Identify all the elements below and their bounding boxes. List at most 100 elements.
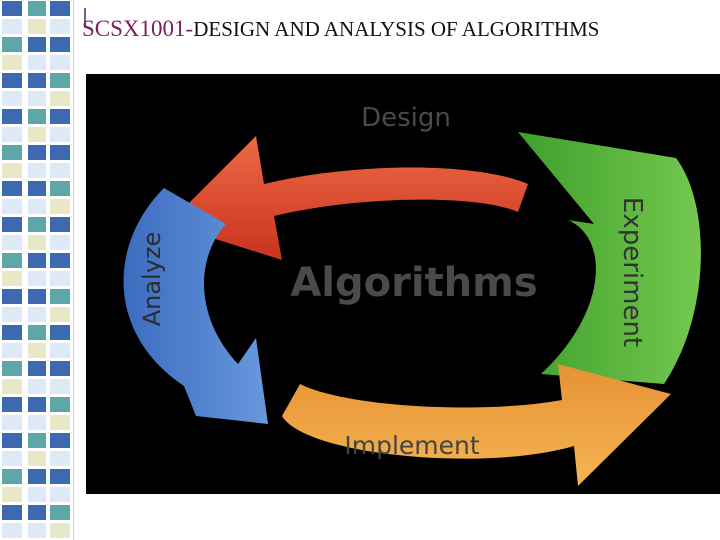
strip-tile <box>28 91 46 106</box>
strip-tile <box>2 271 22 286</box>
strip-tile <box>50 307 70 322</box>
strip-tile <box>28 163 46 178</box>
strip-tile <box>50 163 70 178</box>
strip-tile <box>2 451 22 466</box>
strip-tile <box>50 181 70 196</box>
strip-tile <box>2 55 22 70</box>
strip-tile <box>2 73 22 88</box>
strip-tile <box>2 127 22 142</box>
strip-tile <box>2 145 22 160</box>
strip-tile <box>28 109 46 124</box>
strip-tile <box>50 289 70 304</box>
analyze-arrow <box>123 188 268 424</box>
design-arrow <box>168 136 528 260</box>
strip-tile <box>28 523 46 538</box>
strip-tile <box>2 469 22 484</box>
design-label: Design <box>361 103 451 133</box>
strip-tile <box>28 451 46 466</box>
strip-tile <box>50 487 70 502</box>
strip-tile <box>2 91 22 106</box>
strip-tile <box>28 379 46 394</box>
strip-tile <box>28 361 46 376</box>
strip-tile <box>2 397 22 412</box>
strip-tile <box>2 109 22 124</box>
strip-tile <box>2 289 22 304</box>
strip-tile <box>28 325 46 340</box>
strip-tile <box>2 433 22 448</box>
strip-tile <box>2 163 22 178</box>
strip-tile <box>50 523 70 538</box>
strip-tile <box>28 1 46 16</box>
strip-tile <box>50 199 70 214</box>
strip-tile <box>28 271 46 286</box>
strip-tile <box>2 505 22 520</box>
strip-tile <box>50 19 70 34</box>
strip-tile <box>2 523 22 538</box>
decorative-left-strip <box>2 0 74 540</box>
strip-tile <box>50 361 70 376</box>
strip-tile <box>2 19 22 34</box>
strip-tile <box>28 73 46 88</box>
strip-tile <box>50 451 70 466</box>
strip-tile <box>2 235 22 250</box>
strip-tile <box>28 127 46 142</box>
strip-tile <box>2 379 22 394</box>
strip-tile <box>50 415 70 430</box>
strip-tile <box>2 1 22 16</box>
strip-tile <box>2 325 22 340</box>
strip-tile <box>50 73 70 88</box>
strip-tile <box>50 253 70 268</box>
strip-tile <box>50 433 70 448</box>
strip-tile <box>50 397 70 412</box>
analyze-label: Analyze <box>138 232 166 327</box>
slide-title: SCSX1001-DESIGN AND ANALYSIS OF ALGORITH… <box>82 16 599 42</box>
strip-tile <box>28 19 46 34</box>
strip-tile <box>2 199 22 214</box>
strip-tile <box>50 505 70 520</box>
implement-arrow <box>282 364 671 486</box>
strip-tile <box>50 271 70 286</box>
strip-tile <box>2 343 22 358</box>
strip-tile <box>28 433 46 448</box>
strip-tile <box>50 343 70 358</box>
strip-tile <box>28 55 46 70</box>
strip-tile <box>28 37 46 52</box>
strip-tile <box>50 469 70 484</box>
strip-tile <box>28 289 46 304</box>
strip-tile <box>28 415 46 430</box>
algorithm-cycle-diagram: Design Experiment Implement Analyze Algo… <box>86 74 720 494</box>
strip-tile <box>50 37 70 52</box>
strip-tile <box>50 325 70 340</box>
strip-tile <box>2 361 22 376</box>
strip-tile <box>28 505 46 520</box>
strip-tile <box>50 91 70 106</box>
strip-tile <box>50 379 70 394</box>
strip-tile <box>50 235 70 250</box>
strip-tile <box>28 145 46 160</box>
strip-tile <box>28 343 46 358</box>
strip-tile <box>2 181 22 196</box>
course-title: DESIGN AND ANALYSIS OF ALGORITHMS <box>193 17 600 41</box>
strip-tile <box>28 199 46 214</box>
strip-tile <box>2 415 22 430</box>
strip-tile <box>28 235 46 250</box>
strip-tile <box>50 1 70 16</box>
implement-label: Implement <box>344 431 480 460</box>
strip-tile <box>28 253 46 268</box>
strip-tile <box>28 181 46 196</box>
title-accent-bar <box>84 8 86 28</box>
strip-tile <box>2 217 22 232</box>
center-label: Algorithms <box>290 260 537 306</box>
strip-tile <box>2 253 22 268</box>
strip-tile <box>28 397 46 412</box>
strip-tile <box>2 307 22 322</box>
strip-tile <box>50 127 70 142</box>
strip-tile <box>28 487 46 502</box>
course-code: SCSX1001- <box>82 16 194 41</box>
strip-tile <box>50 55 70 70</box>
strip-tile <box>28 307 46 322</box>
strip-tile <box>28 217 46 232</box>
strip-tile <box>2 487 22 502</box>
experiment-label: Experiment <box>617 197 647 347</box>
experiment-arrow <box>518 132 701 384</box>
